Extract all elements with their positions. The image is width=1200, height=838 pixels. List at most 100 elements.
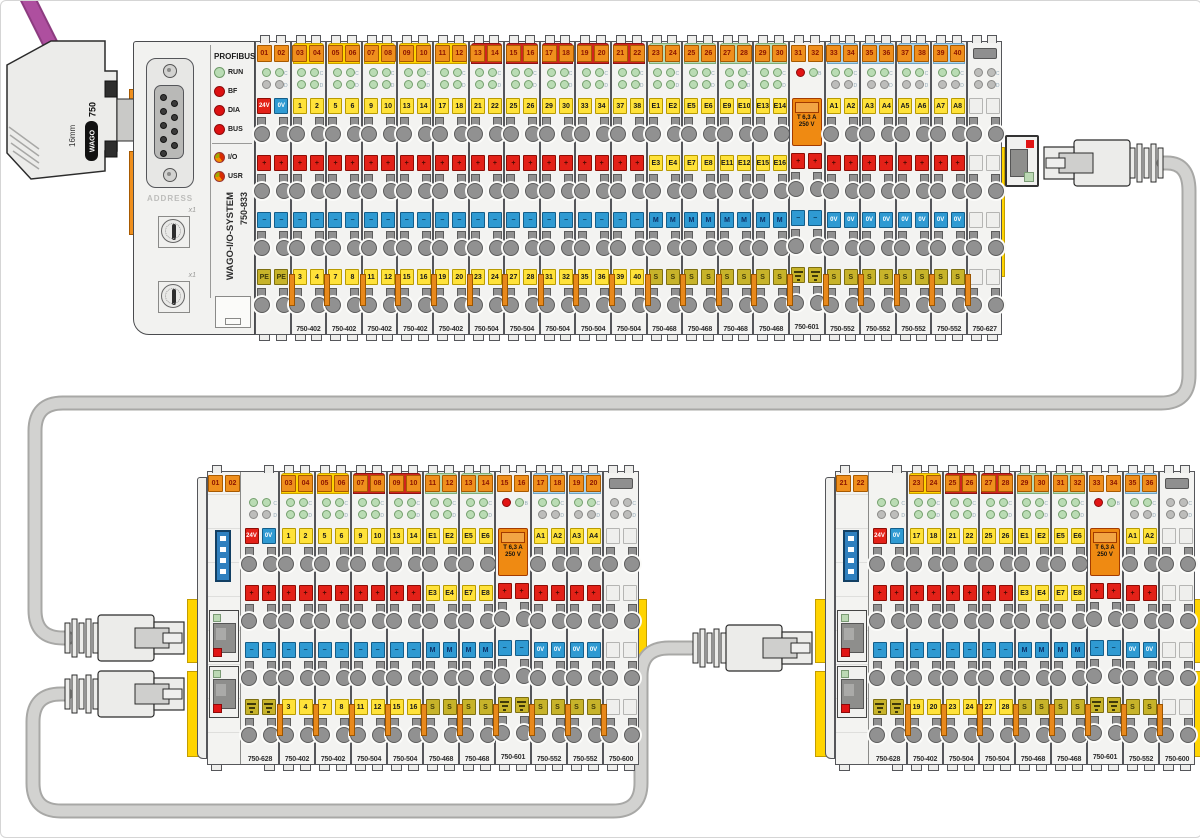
cage-clamp (574, 174, 591, 199)
cage-clamp (752, 231, 769, 256)
cage-clamp (1122, 547, 1138, 572)
channel-label: − (945, 642, 960, 658)
cage-clamp (408, 604, 424, 629)
cage-clamp (964, 718, 980, 743)
status-led (890, 498, 899, 507)
channel-label: E7 (461, 585, 476, 601)
channel-label: 29 (542, 98, 557, 114)
channel-label: 0V (261, 528, 276, 544)
wire-clamps (314, 718, 352, 743)
channel-label: − (577, 212, 592, 228)
module-model-number: 750-504 (392, 756, 418, 763)
cage-clamp (1072, 718, 1088, 743)
led-letter: C (639, 71, 644, 77)
slot-number-tag: 34 (1106, 475, 1121, 492)
channel-row: ++ (1122, 583, 1160, 640)
channel-label: − (909, 642, 924, 658)
cage-clamp (1108, 659, 1124, 684)
status-led (249, 498, 258, 507)
wire-clamps (386, 718, 424, 743)
wire-clamps (538, 231, 577, 256)
wire-clamps (1086, 716, 1124, 741)
wire-clamps (680, 174, 719, 199)
cage-clamp (738, 288, 755, 313)
channel-label: − (334, 642, 349, 658)
led-letter: D (596, 513, 600, 519)
slot-number-tag: 24 (926, 475, 941, 492)
wire-clamps (823, 117, 862, 142)
status-led (877, 498, 886, 507)
led-letter: D (711, 83, 715, 89)
status-led (551, 498, 560, 507)
slot-number-tag: 26 (962, 475, 977, 492)
channel-label: M (1053, 642, 1068, 658)
dia-led (214, 105, 225, 116)
cage-clamp (894, 117, 911, 142)
status-led (701, 80, 711, 89)
channel-row: ++ (978, 583, 1016, 640)
cage-clamp (906, 547, 922, 572)
status-led (617, 68, 627, 77)
cage-clamp (1000, 604, 1016, 629)
channel-label: + (452, 155, 467, 171)
slot-number-tag: 14 (478, 475, 493, 492)
channel-label: 0V (862, 212, 877, 228)
channel-label: − (261, 642, 276, 658)
module-model-number: 750-468 (723, 326, 748, 333)
channel-row: ++ (350, 583, 388, 640)
wire-clamps (858, 288, 897, 313)
channel-label: M (478, 642, 493, 658)
cage-clamp (422, 661, 438, 686)
slot-number-tag: 22 (629, 45, 645, 62)
channel-label: S (933, 269, 948, 285)
module-model-number: 750-628 (875, 756, 901, 763)
slot-number-tag: 02 (273, 45, 289, 62)
slot-number-tag: 06 (334, 475, 349, 492)
channel-label: 31 (542, 269, 557, 285)
wire-clamps (538, 288, 577, 313)
slot-number-tag: 15 (497, 475, 512, 492)
cage-clamp (609, 117, 626, 142)
status-led (475, 68, 485, 77)
channel-label: M (1017, 642, 1032, 658)
channel-row: −− (314, 640, 352, 697)
channel-label: E5 (1053, 528, 1068, 544)
channel-label: − (872, 642, 887, 658)
wire-clamps (1014, 661, 1052, 686)
fuse-rating: T 6,3 A (796, 115, 817, 121)
cage-clamp (602, 661, 618, 686)
channel-label: S (701, 269, 716, 285)
screw-hole (163, 168, 177, 182)
status-led (610, 510, 619, 519)
wire-clamps (609, 231, 648, 256)
wire-clamps (431, 231, 470, 256)
cage-clamp (263, 547, 279, 572)
channel-label: − (808, 210, 823, 226)
module-model-number: 750-402 (403, 326, 428, 333)
channel-label: 40 (630, 269, 645, 285)
channel-label: 36 (594, 269, 609, 285)
port-opening (841, 679, 864, 709)
channel-row: ++ (787, 151, 826, 208)
cage-clamp (716, 117, 733, 142)
module-model-number: 750-504 (580, 326, 606, 333)
cage-clamp (987, 231, 1004, 256)
channel-label: E13 (755, 98, 770, 114)
status-led (701, 68, 711, 77)
channel-label: + (406, 585, 421, 601)
module-latch (1157, 704, 1163, 736)
